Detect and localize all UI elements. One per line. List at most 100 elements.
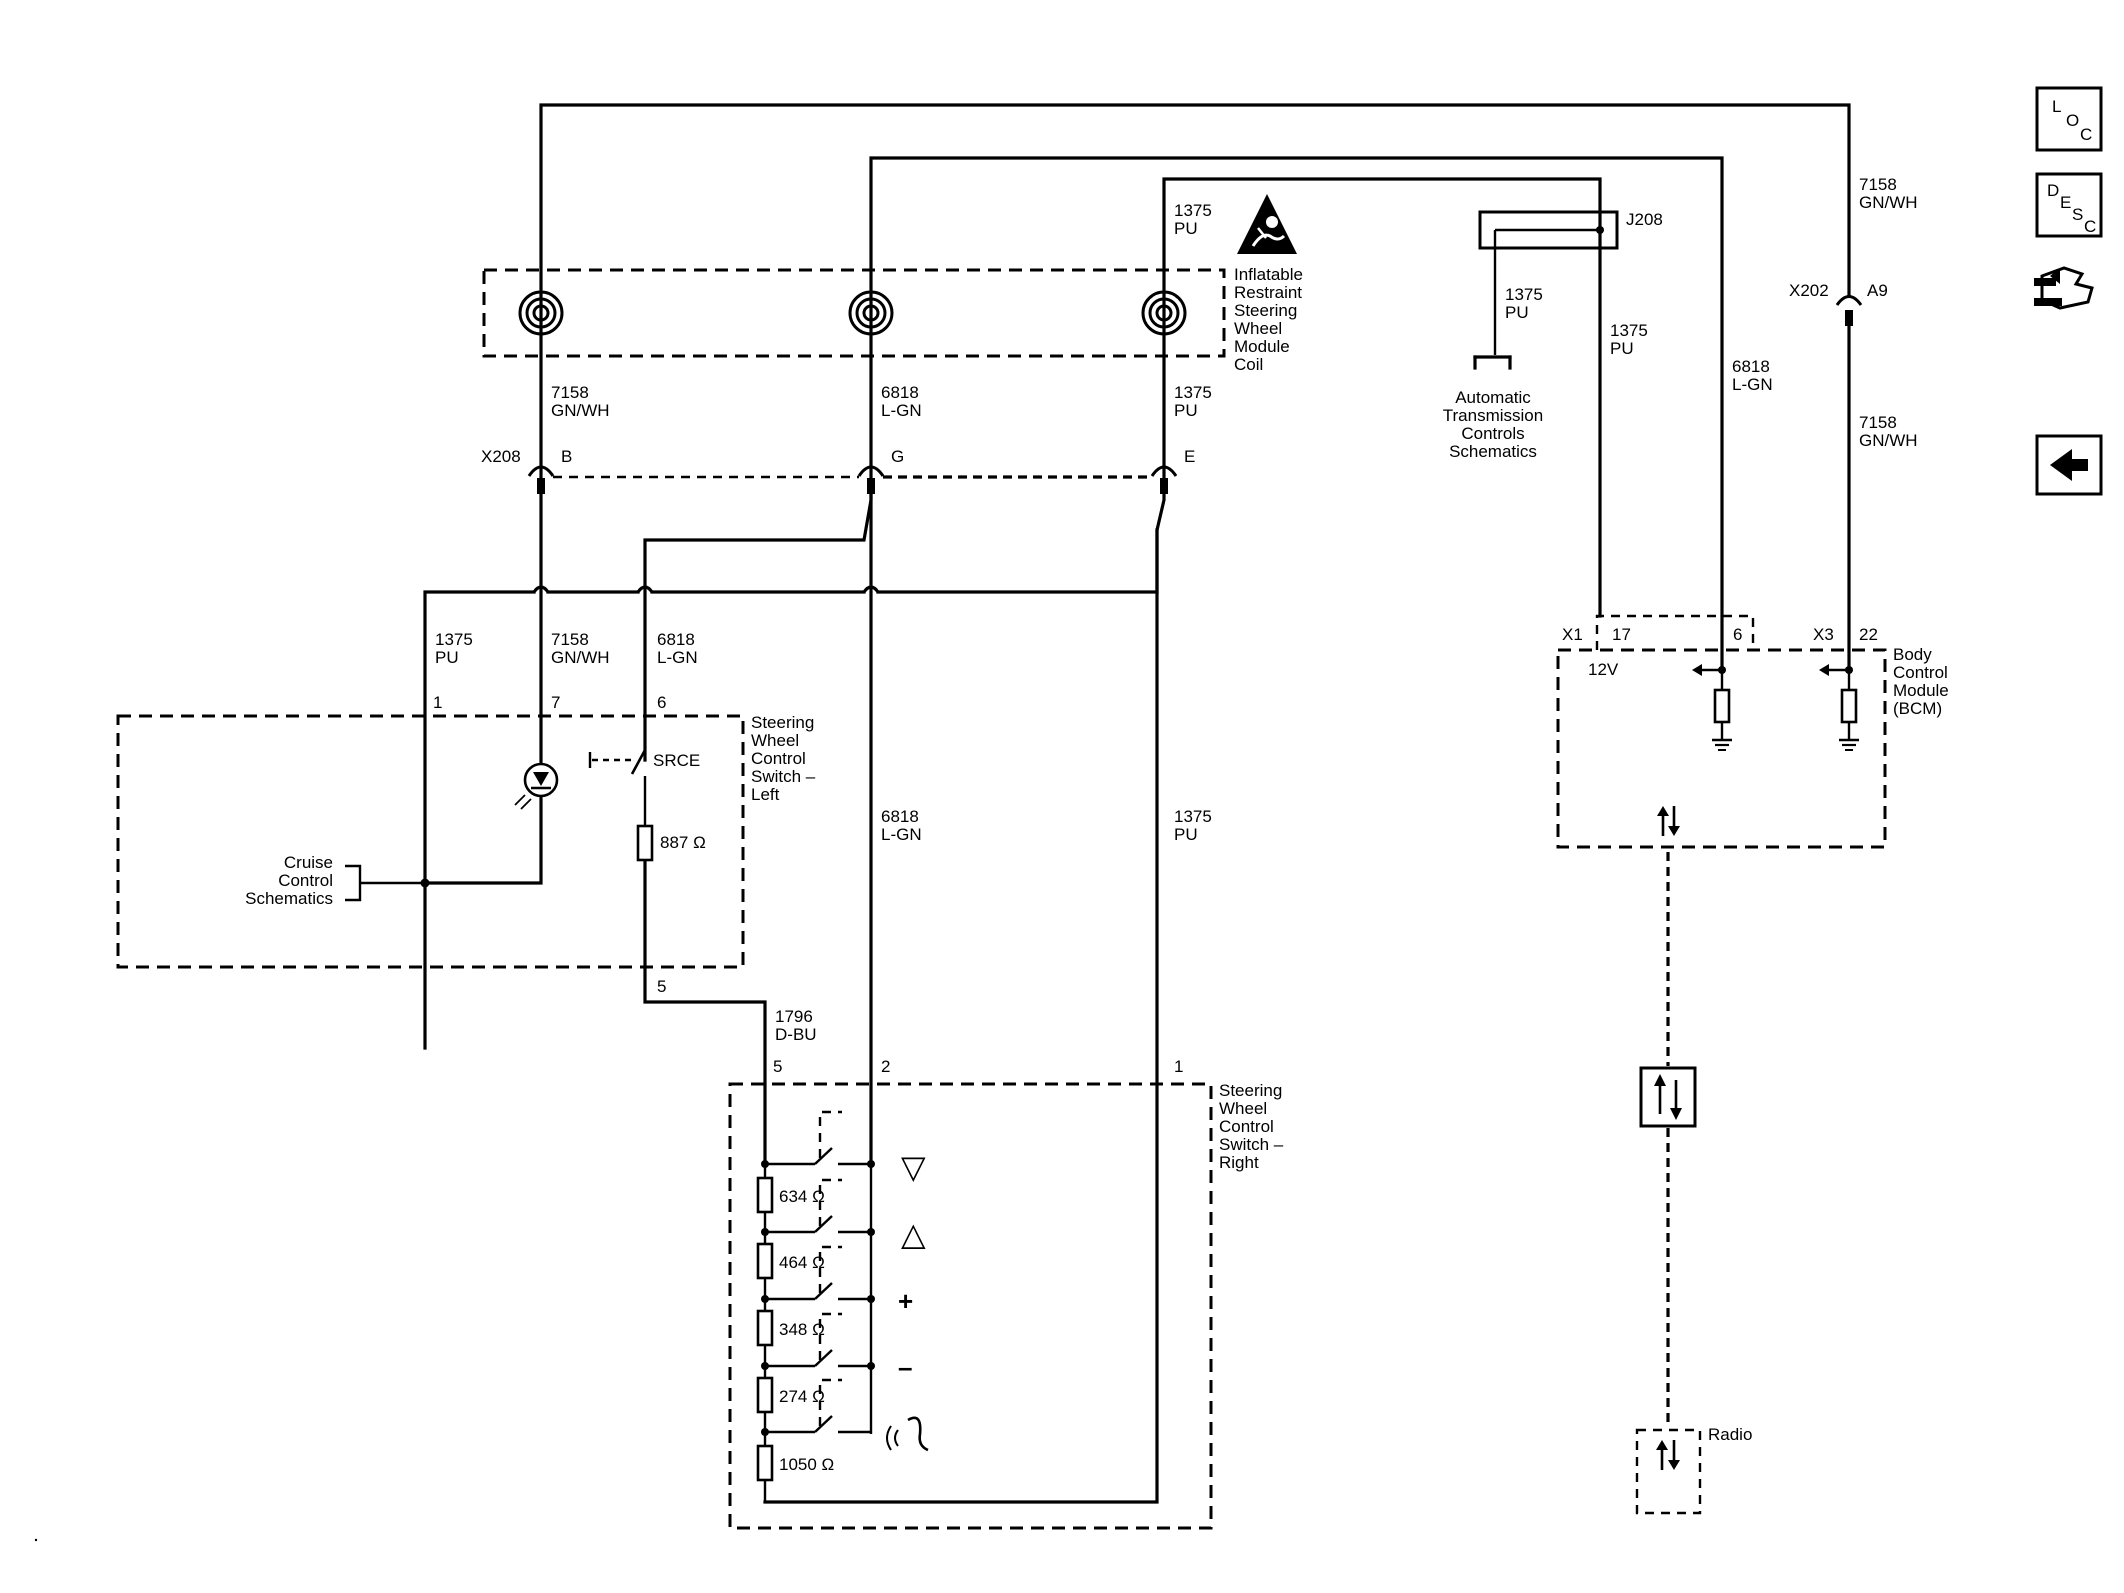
- swc-left-pin-1: 1: [433, 693, 442, 712]
- loc-button[interactable]: L O C: [2035, 86, 2103, 152]
- svg-text:PU: PU: [1505, 303, 1529, 322]
- svg-text:7158: 7158: [1859, 175, 1897, 194]
- desc-button[interactable]: D E S C: [2035, 172, 2103, 238]
- serial-data-box-icon: [1639, 1066, 1697, 1128]
- svg-text:GN/WH: GN/WH: [551, 648, 610, 667]
- resistor-1050-label: 1050 Ω: [779, 1455, 834, 1474]
- svg-text:Restraint: Restraint: [1234, 283, 1302, 302]
- back-button[interactable]: [2035, 434, 2103, 496]
- wire-label-6818-left: 6818 L-GN: [657, 630, 698, 667]
- svg-text:Module: Module: [1234, 337, 1290, 356]
- svg-text:PU: PU: [1610, 339, 1634, 358]
- swc-left-label: Steering Wheel Control Switch – Left: [751, 713, 816, 804]
- wire-label-1375-auto: 1375 PU: [1505, 285, 1543, 322]
- wire-label-7158-right: 7158 GN/WH: [1859, 175, 1918, 212]
- bcm-x1-label: X1: [1562, 625, 1583, 644]
- svg-text:Switch –: Switch –: [1219, 1135, 1284, 1154]
- svg-text:S: S: [2072, 205, 2083, 224]
- led-icon: [514, 762, 559, 810]
- x202-pin: A9: [1867, 281, 1888, 300]
- svg-text:1375: 1375: [1505, 285, 1543, 304]
- bcm-x3-label: X3: [1813, 625, 1834, 644]
- svg-text:Left: Left: [751, 785, 780, 804]
- wire-label-1375-mid: 1375 PU: [1174, 807, 1212, 844]
- svg-text:Steering: Steering: [1219, 1081, 1282, 1100]
- bcm-serial-data-icon: [1657, 806, 1680, 836]
- svg-text:Control: Control: [1893, 663, 1948, 682]
- svg-text:GN/WH: GN/WH: [1859, 431, 1918, 450]
- srce-switch-icon: [588, 740, 647, 826]
- svg-text:E: E: [2060, 193, 2071, 212]
- connector-end-view-icon[interactable]: [2034, 266, 2094, 310]
- swc-right-pin-2: 2: [881, 1057, 890, 1076]
- wire-label-1796: 1796 D-BU: [775, 1007, 817, 1044]
- svg-text:7158: 7158: [1859, 413, 1897, 432]
- j208-splice: [1473, 210, 1619, 370]
- harness-wires: [423, 492, 1166, 1504]
- svg-text:PU: PU: [435, 648, 459, 667]
- swc-left-pin-6: 6: [657, 693, 666, 712]
- x208-pin-e: [1150, 465, 1178, 494]
- svg-text:1375: 1375: [435, 630, 473, 649]
- srce-label: SRCE: [653, 751, 700, 770]
- svg-text:Inflatable: Inflatable: [1234, 265, 1303, 284]
- svg-text:PU: PU: [1174, 825, 1198, 844]
- svg-text:L: L: [2052, 97, 2061, 116]
- svg-text:PU: PU: [1174, 401, 1198, 420]
- top-wire-7158: [539, 103, 1851, 482]
- svg-text:1375: 1375: [1174, 201, 1212, 220]
- svg-text:D: D: [2047, 181, 2059, 200]
- resistor-887: [636, 824, 654, 862]
- seek-plus-icon: +: [898, 1286, 913, 1316]
- bcm-x1-connector: [1595, 614, 1755, 650]
- svg-text:(BCM): (BCM): [1893, 699, 1942, 718]
- x208-wire-label-e: 1375 PU: [1174, 383, 1212, 420]
- stray-dot: [34, 1538, 38, 1542]
- bcm-supply-label: 12V: [1588, 660, 1619, 679]
- airbag-coil-box: [482, 268, 1226, 358]
- radio-label: Radio: [1708, 1425, 1752, 1444]
- x202-label: X202: [1789, 281, 1829, 300]
- wire-label-1375-top: 1375 PU: [1174, 201, 1212, 238]
- resistor-274-label: 274 Ω: [779, 1387, 825, 1406]
- swc-right-pin-5: 5: [773, 1057, 782, 1076]
- swc-left-pin-7: 7: [551, 693, 560, 712]
- swc-right-box: [728, 1082, 1213, 1530]
- bcm-x3-pin-22: 22: [1859, 625, 1878, 644]
- x208-pin-b: [527, 465, 555, 494]
- svg-text:O: O: [2066, 111, 2079, 130]
- svg-text:Body: Body: [1893, 645, 1932, 664]
- svg-text:6818: 6818: [881, 807, 919, 826]
- cruise-control-label: Cruise Control Schematics: [245, 853, 333, 908]
- svg-text:Wheel: Wheel: [1234, 319, 1282, 338]
- svg-text:PU: PU: [1174, 219, 1198, 238]
- svg-text:6818: 6818: [1732, 357, 1770, 376]
- svg-text:1796: 1796: [775, 1007, 813, 1026]
- airbag-warning-icon: [1237, 194, 1297, 254]
- x208-pin-e-label: E: [1184, 447, 1195, 466]
- svg-text:Coil: Coil: [1234, 355, 1263, 374]
- svg-text:C: C: [2080, 125, 2092, 144]
- svg-text:L-GN: L-GN: [1732, 375, 1773, 394]
- seek-minus-icon: –: [898, 1352, 912, 1382]
- svg-text:Schematics: Schematics: [1449, 442, 1537, 461]
- x208-wire-label-g: 6818 L-GN: [881, 383, 922, 420]
- swc-right-label: Steering Wheel Control Switch – Right: [1219, 1081, 1284, 1172]
- svg-text:L-GN: L-GN: [657, 648, 698, 667]
- svg-text:Control: Control: [751, 749, 806, 768]
- bcm-label: Body Control Module (BCM): [1893, 645, 1949, 718]
- x208-label: X208: [481, 447, 521, 466]
- radio-serial-data-icon: [1656, 1440, 1680, 1470]
- swc-left-pin-5: 5: [657, 977, 666, 996]
- svg-text:6818: 6818: [657, 630, 695, 649]
- volume-up-icon: △: [901, 1216, 926, 1252]
- svg-text:Transmission: Transmission: [1443, 406, 1543, 425]
- svg-text:6818: 6818: [881, 383, 919, 402]
- coil-spiral-icon: [1141, 290, 1187, 336]
- resistor-887-label: 887 Ω: [660, 833, 706, 852]
- x208-pin-b-label: B: [561, 447, 572, 466]
- svg-text:C: C: [2084, 217, 2096, 236]
- svg-text:Module: Module: [1893, 681, 1949, 700]
- wire-label-6818-right: 6818 L-GN: [1732, 357, 1773, 394]
